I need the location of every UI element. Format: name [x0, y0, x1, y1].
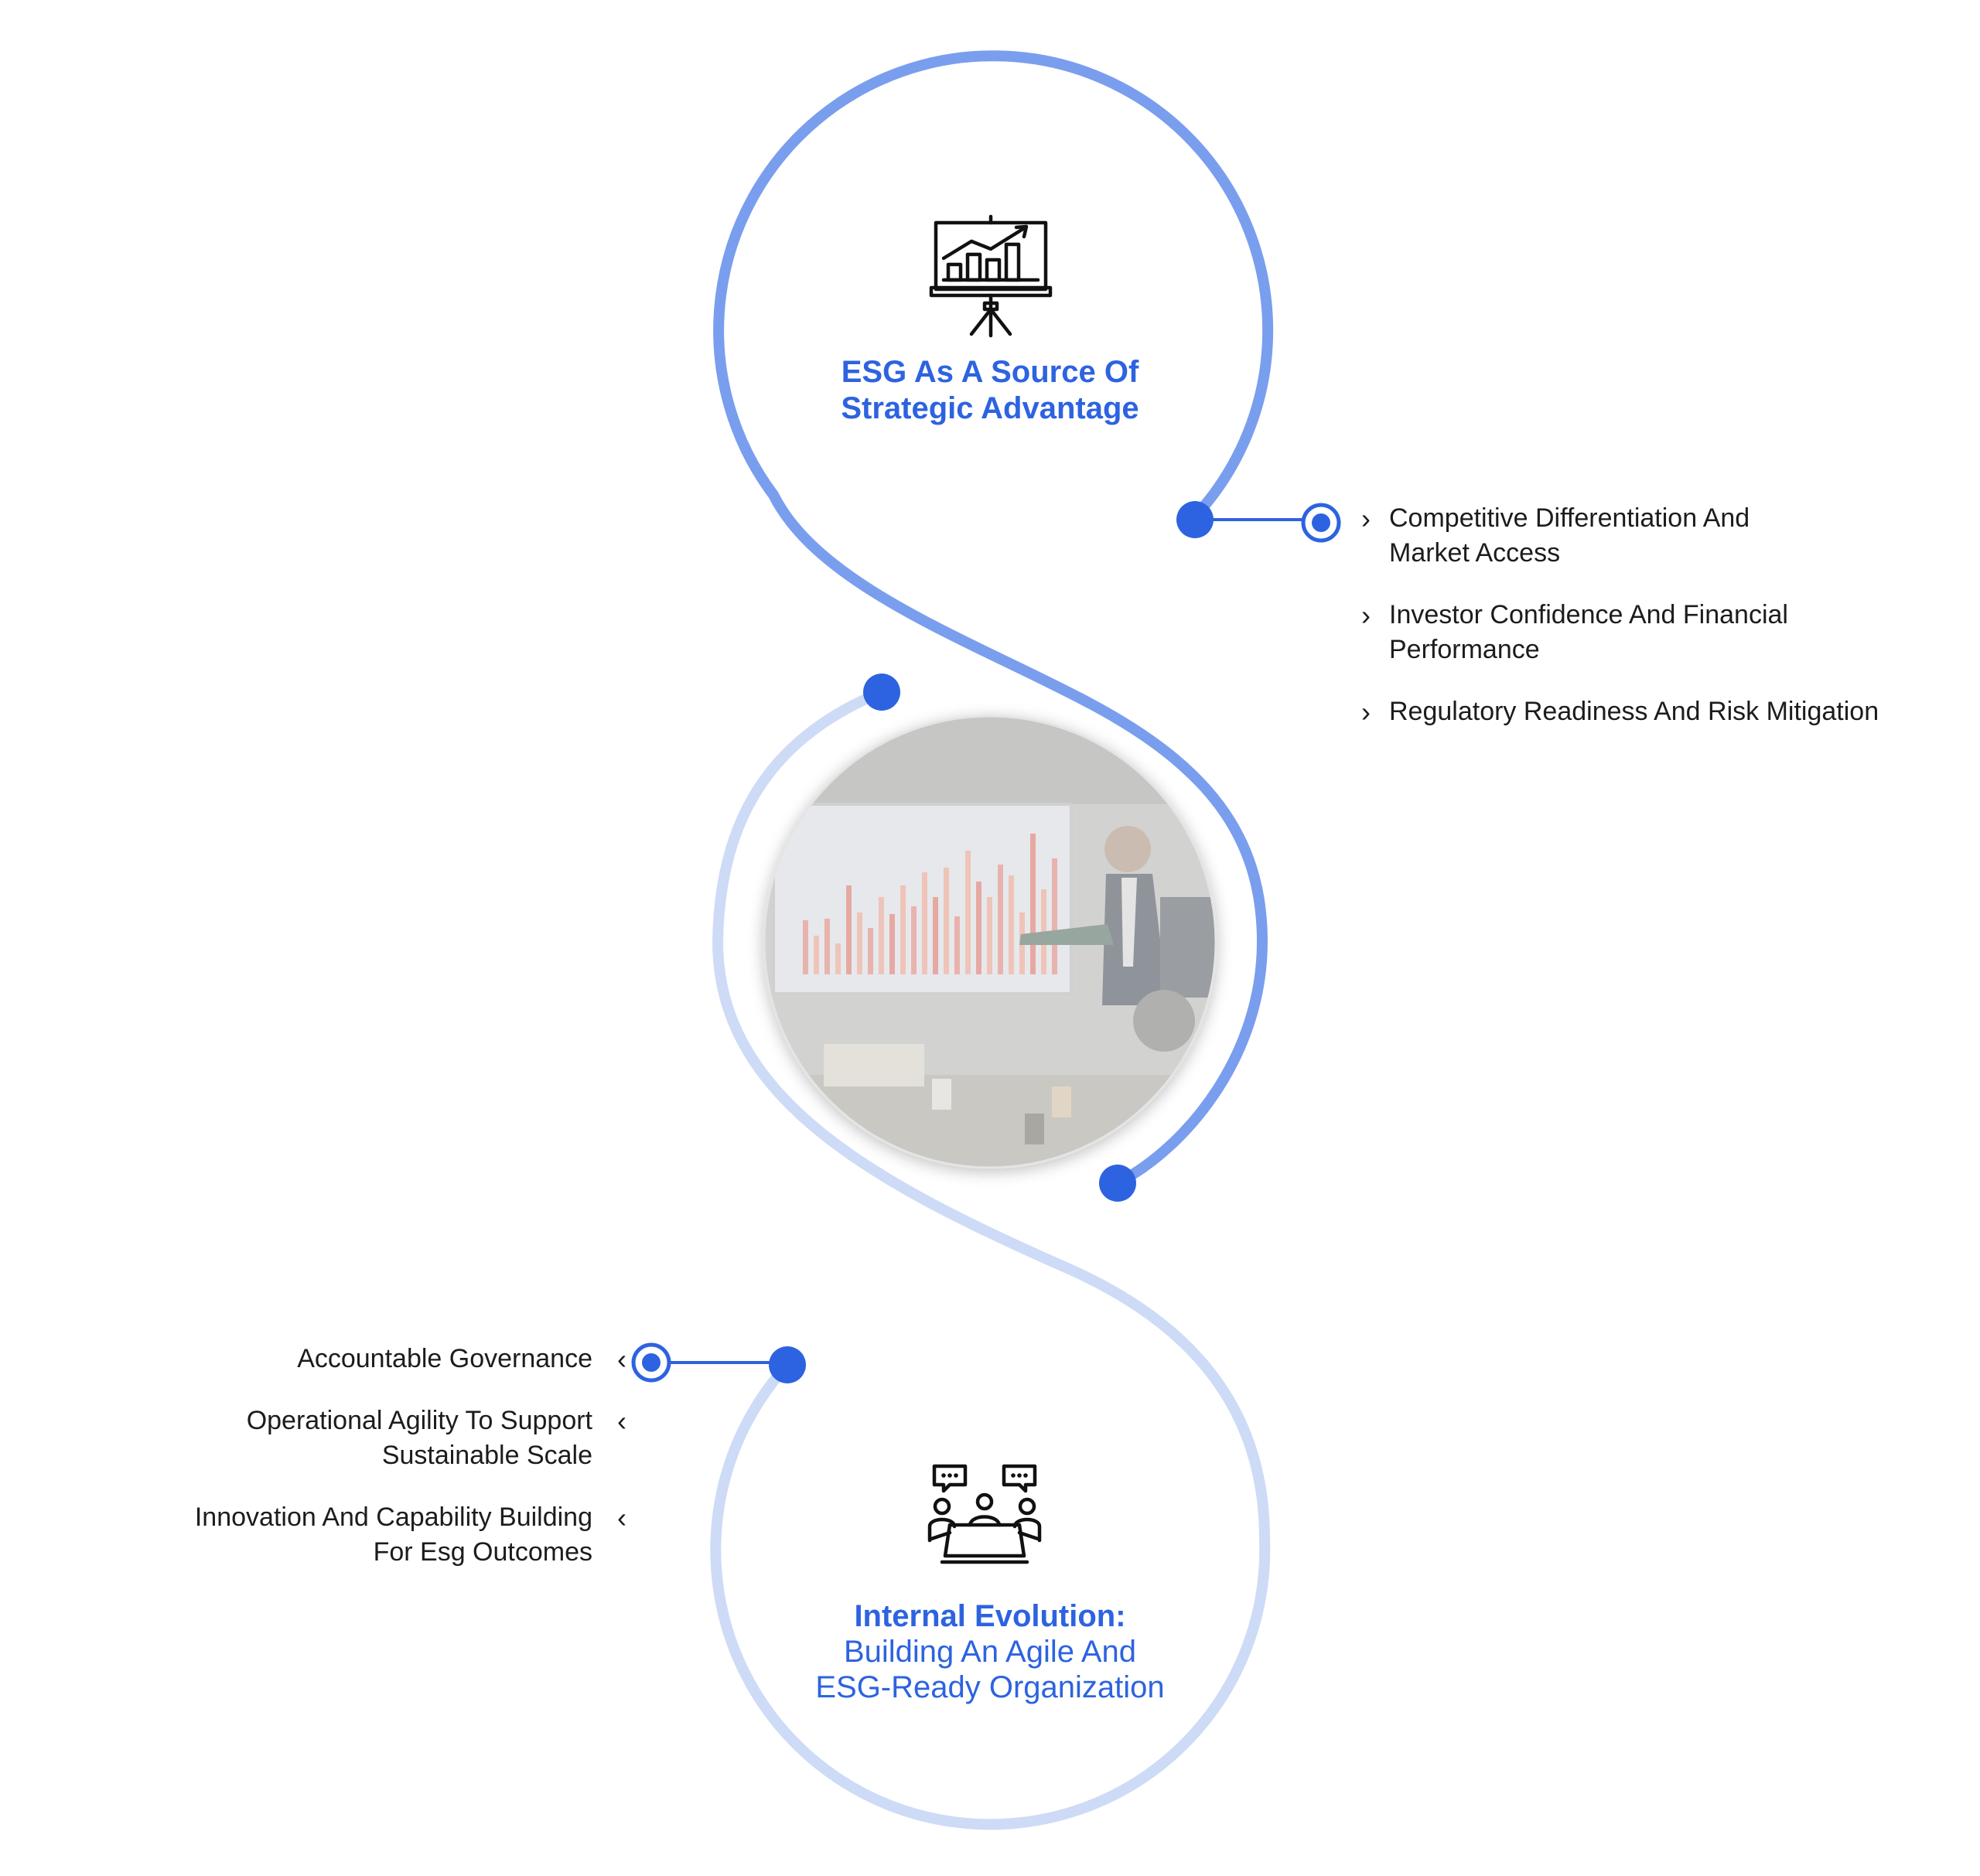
list-item-line: Innovation And Capability Building [194, 1503, 592, 1532]
top-title-line2: Strategic Advantage [841, 391, 1139, 425]
chevron-right-icon: › [1361, 696, 1371, 728]
middle-dot-left [863, 674, 900, 711]
top-target-dot [1312, 513, 1330, 532]
presentation-board-chart-icon [929, 214, 1053, 338]
bottom-title-bold: Internal Evolution: [854, 1599, 1126, 1633]
list-item-line: Operational Agility To Support [246, 1406, 592, 1435]
list-item-line: Competitive Differentiation And [1389, 503, 1750, 533]
top-section-list: › Competitive Differentiation And Market… [1361, 501, 1949, 756]
list-item-line: Accountable Governance [297, 1344, 592, 1373]
ring-bottom-path [710, 687, 1271, 1830]
list-item-line: Sustainable Scale [381, 1441, 592, 1470]
team-meeting-discussion-icon [927, 1464, 1042, 1564]
chevron-left-icon: ‹ [617, 1502, 626, 1533]
chevron-right-icon: › [1361, 503, 1371, 534]
list-item: ‹ Accountable Governance [116, 1342, 626, 1376]
list-item: ‹ Innovation And Capability Building For… [116, 1500, 626, 1570]
list-item-line: For Esg Outcomes [373, 1537, 592, 1567]
top-section-title: ESG As A Source Of Strategic Advantage [758, 354, 1222, 427]
presenter-figure [1019, 826, 1216, 1005]
bottom-title-line3: ESG-Ready Organization [815, 1670, 1165, 1704]
list-item-line: Investor Confidence And Financial [1389, 600, 1788, 629]
bottom-connector-dot [769, 1346, 806, 1383]
list-item-line: Performance [1389, 635, 1540, 664]
list-item: ‹ Operational Agility To Support Sustain… [116, 1404, 626, 1473]
chevron-left-icon: ‹ [617, 1343, 626, 1375]
chevron-right-icon: › [1361, 599, 1371, 631]
bottom-section-title: Internal Evolution: Building An Agile An… [742, 1598, 1238, 1705]
list-item-line: Market Access [1389, 538, 1561, 568]
bottom-section-list: ‹ Accountable Governance ‹ Operational A… [116, 1342, 626, 1597]
bottom-title-line2: Building An Agile And [843, 1635, 1137, 1669]
middle-dot-right [1099, 1165, 1136, 1202]
list-item: › Competitive Differentiation And Market… [1361, 501, 1949, 571]
list-item: › Investor Confidence And Financial Perf… [1361, 598, 1949, 667]
list-item-line: Regulatory Readiness And Risk Mitigation [1389, 697, 1879, 726]
top-title-line1: ESG As A Source Of [841, 355, 1139, 389]
top-connector-dot [1176, 501, 1214, 538]
bottom-target-dot [642, 1353, 661, 1372]
chevron-left-icon: ‹ [617, 1405, 626, 1437]
ring-top-path [713, 50, 1274, 1189]
list-item: › Regulatory Readiness And Risk Mitigati… [1361, 694, 1949, 729]
center-photo [763, 715, 1217, 1169]
